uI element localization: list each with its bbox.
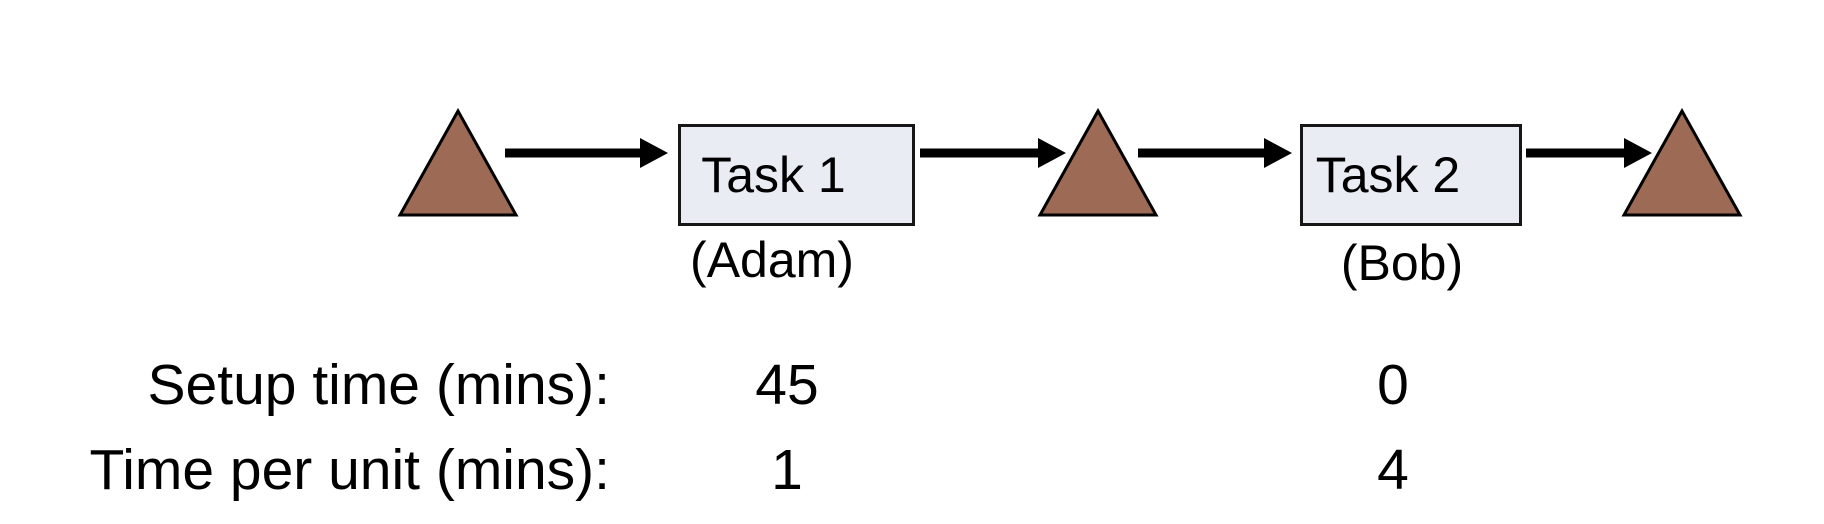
task-2-label: Task 2 bbox=[1315, 147, 1461, 203]
setup-time-task2-value: 0 bbox=[1377, 353, 1409, 417]
inventory-triangle-middle-icon bbox=[1037, 108, 1159, 217]
inventory-triangle-end-shape bbox=[1621, 108, 1743, 217]
inventory-triangle-end-icon bbox=[1621, 108, 1743, 217]
flow-arrow-3-icon bbox=[1138, 138, 1292, 168]
flow-arrow-2-icon bbox=[920, 138, 1066, 168]
flow-arrow-3-head bbox=[1264, 138, 1292, 168]
time-per-unit-task2-value: 4 bbox=[1377, 438, 1409, 502]
setup-time-task1-value: 45 bbox=[755, 353, 819, 417]
time-per-unit-row-label: Time per unit (mins): bbox=[89, 438, 611, 502]
flow-arrow-4-icon bbox=[1526, 138, 1652, 168]
setup-time-row-label: Setup time (mins): bbox=[147, 353, 610, 417]
flow-arrow-4-head bbox=[1624, 138, 1652, 168]
flow-arrow-2-head bbox=[1038, 138, 1066, 168]
task-1-box: Task 1 bbox=[678, 124, 915, 226]
task-2-box: Task 2 bbox=[1300, 124, 1522, 226]
task-1-owner-label: (Adam) bbox=[690, 232, 854, 288]
task-1-label: Task 1 bbox=[701, 147, 846, 203]
inventory-triangle-start-shape bbox=[397, 108, 519, 217]
flow-arrow-1-head bbox=[640, 138, 668, 168]
inventory-triangle-start-icon bbox=[397, 108, 519, 217]
inventory-triangle-middle-shape bbox=[1037, 108, 1159, 217]
task-2-owner-label: (Bob) bbox=[1340, 235, 1464, 291]
flow-arrow-1-icon bbox=[505, 138, 668, 168]
time-per-unit-task1-value: 1 bbox=[771, 438, 803, 502]
